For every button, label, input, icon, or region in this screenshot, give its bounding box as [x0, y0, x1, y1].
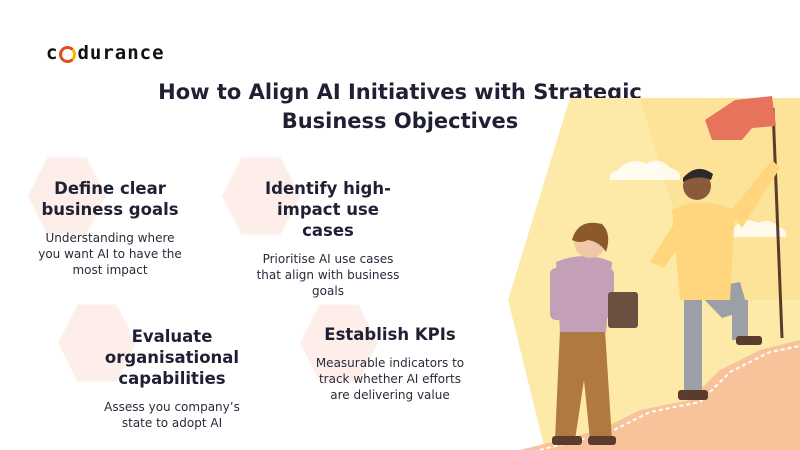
man-figure [650, 160, 780, 400]
card-description: Understanding where you want AI to have … [38, 231, 182, 277]
card-establish-kpis: Establish KPIs Measurable indicators to … [300, 324, 480, 403]
card-identify-use-cases: Identify high-impact use cases Prioritis… [228, 178, 428, 299]
card-define-goals: Define clear business goals Understandin… [25, 178, 195, 278]
hexagon-bg-4 [300, 304, 378, 382]
logo-text-start: c [46, 42, 59, 64]
card-heading: Establish KPIs [324, 325, 456, 344]
mountain-shape [520, 340, 800, 450]
card-heading: Identify high-impact use cases [265, 179, 391, 240]
woman-figure [550, 222, 638, 445]
hexagon-bg-1 [28, 157, 106, 235]
hexagon-bg-2 [222, 157, 300, 235]
hexagon-bg-3 [58, 304, 136, 382]
card-description: Prioritise AI use cases that align with … [256, 252, 400, 298]
clipboard-icon [608, 292, 638, 328]
logo-text-end: durance [77, 42, 165, 64]
flag-icon [705, 96, 776, 140]
card-heading: Evaluate organisational capabilities [104, 327, 240, 388]
card-description: Assess you company’s state to adopt AI [104, 400, 240, 430]
card-description: Measurable indicators to track whether A… [315, 356, 465, 402]
card-evaluate-capabilities: Evaluate organisational capabilities Ass… [62, 326, 282, 431]
codurance-logo: c durance [46, 42, 165, 64]
flagpole [771, 107, 784, 339]
cloud-icon [609, 160, 681, 180]
logo-o-icon [59, 45, 77, 63]
page-title: How to Align AI Initiatives with Strateg… [158, 80, 642, 133]
card-heading: Define clear business goals [41, 179, 179, 219]
